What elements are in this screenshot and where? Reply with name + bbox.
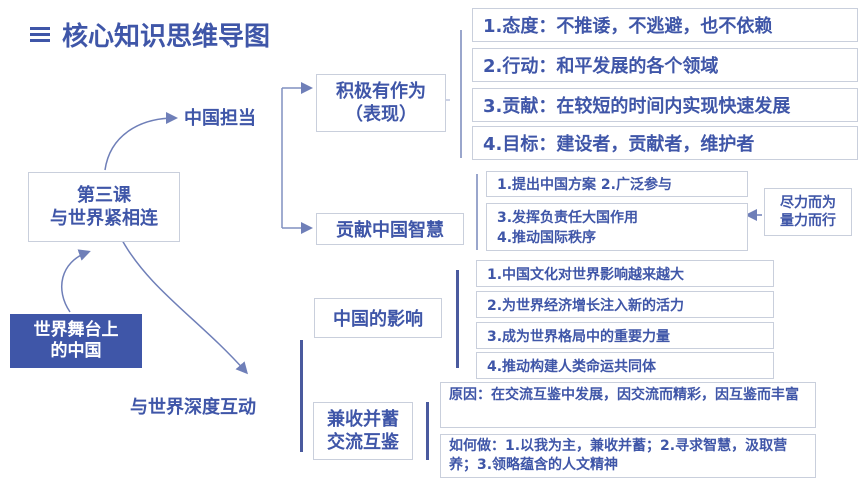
exchange-reason: 原因：在交流互鉴中发展，因交流而精彩，因互鉴而丰富 xyxy=(440,382,816,428)
wisdom-item: 4.推动国际秩序 xyxy=(497,230,597,246)
active-node: 积极有作为 （表现） xyxy=(316,74,446,132)
influence-item: 3.成为世界格局中的重要力量 xyxy=(476,322,774,349)
influence-item: 2.为世界经济增长注入新的活力 xyxy=(476,291,774,318)
lesson-to-interaction-arrow xyxy=(121,239,248,375)
wisdom-side-note: 尽力而为 量力而行 xyxy=(764,188,852,236)
wisdom-item: 1.提出中国方案 2.广泛参与 xyxy=(486,171,748,197)
exchange-how: 如何做：1.以我为主，兼收并蓄；2.寻求智慧，汲取营养；3.领略蕴含的人文精神 xyxy=(440,434,816,478)
active-item: 2.行动：和平发展的各个领域 xyxy=(472,48,858,82)
influence-item: 1.中国文化对世界影响越来越大 xyxy=(476,260,774,287)
interaction-bracket xyxy=(300,340,303,452)
page-title: 核心知识思维导图 xyxy=(62,21,271,52)
root-node: 世界舞台上 的中国 xyxy=(10,314,142,368)
wisdom-node: 贡献中国智慧 xyxy=(316,213,464,245)
influence-bracket xyxy=(456,270,459,368)
lesson-node: 第三课 与世界紧相连 xyxy=(28,172,180,242)
active-item: 4.目标：建设者，贡献者，维护者 xyxy=(472,126,858,160)
menu-icon[interactable] xyxy=(30,26,50,42)
branch-deep-interaction: 与世界深度互动 xyxy=(130,397,256,418)
wisdom-item-group: 3.发挥负责任大国作用 4.推动国际秩序 xyxy=(486,203,748,251)
exchange-bracket xyxy=(426,402,429,460)
influence-node: 中国的影响 xyxy=(314,298,442,338)
active-item: 3.贡献：在较短的时间内实现快速发展 xyxy=(472,88,858,122)
lesson-to-duty-arrow xyxy=(104,112,178,171)
wisdom-item: 3.发挥负责任大国作用 xyxy=(497,210,639,226)
active-item: 1.态度：不推诿，不逃避，也不依赖 xyxy=(472,8,858,42)
title-bar: 核心知识思维导图 xyxy=(30,18,271,52)
exchange-node: 兼收并蓄 交流互鉴 xyxy=(313,402,413,460)
branch-china-duty: 中国担当 xyxy=(184,108,256,129)
influence-item: 4.推动构建人类命运共同体 xyxy=(476,352,774,379)
root-to-lesson-arrow xyxy=(61,249,91,313)
